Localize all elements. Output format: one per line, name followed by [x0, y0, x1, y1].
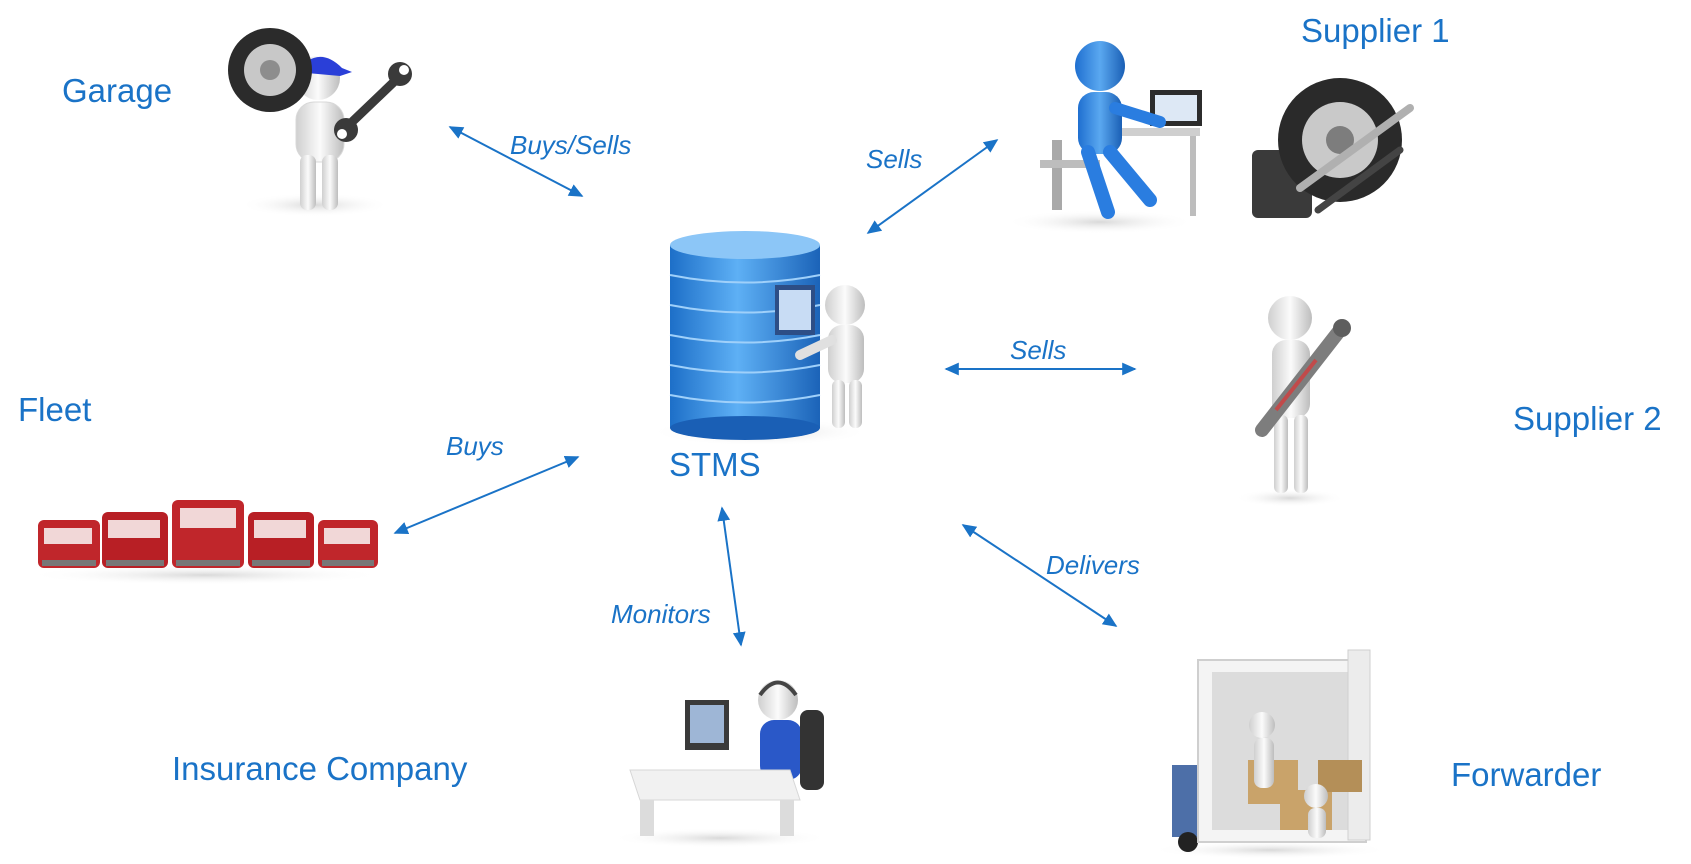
forwarder-truck-icon: [1150, 649, 1390, 859]
stms-server-icon: [650, 231, 870, 446]
edge-label-insurance-stms: Monitors: [611, 599, 711, 629]
insurance-company-label: Insurance Company: [172, 750, 468, 787]
connector-garage-stms: [448, 126, 584, 197]
edge-label-supplier1-stms: Sells: [866, 144, 923, 174]
forwarder-label: Forwarder: [1451, 756, 1602, 793]
connector-supplier1-stms: [866, 139, 999, 234]
edge-label-forwarder-stms: Delivers: [1046, 550, 1140, 580]
supplier1-laptop-user-icon: [1005, 41, 1202, 234]
edge-label-garage-stms: Buys/Sells: [510, 130, 632, 160]
supplier2-part-icon: [1235, 296, 1351, 507]
connector-fleet-stms: [393, 455, 580, 535]
fleet-trucks-icon: [25, 500, 385, 585]
garage-label: Garage: [62, 72, 173, 109]
fleet-label: Fleet: [18, 391, 92, 428]
supplier1-tire-tools-icon: [1252, 78, 1414, 218]
garage-mechanic-icon: [228, 28, 412, 217]
stms-label: STMS: [669, 446, 761, 483]
connector-forwarder-stms: [961, 524, 1118, 627]
connector-insurance-stms: [717, 506, 746, 647]
supplier2-label: Supplier 2: [1513, 400, 1662, 437]
insurance-operator-icon: [610, 680, 830, 848]
edge-label-supplier2-stms: Sells: [1010, 335, 1067, 365]
supplier1-label: Supplier 1: [1301, 12, 1450, 49]
edge-label-fleet-stms: Buys: [446, 431, 504, 461]
